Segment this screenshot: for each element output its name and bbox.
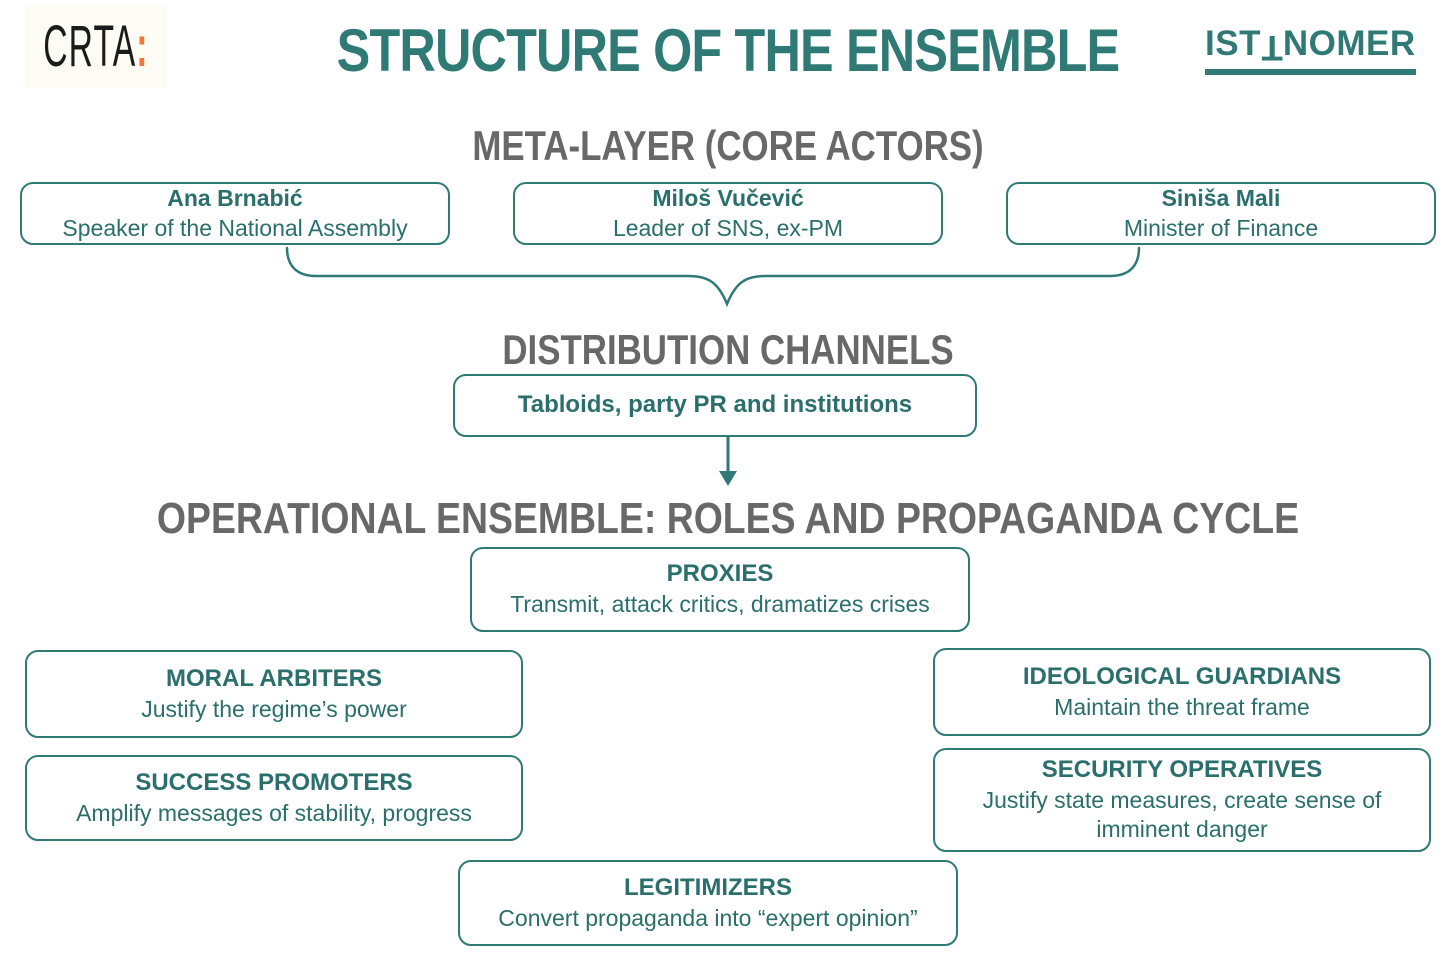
actor-name: Miloš Vučević: [652, 185, 804, 212]
actor-name: Ana Brnabić: [167, 185, 303, 212]
role-box-proxies: PROXIES Transmit, attack critics, dramat…: [470, 547, 970, 632]
role-description: Amplify messages of stability, progress: [76, 799, 472, 826]
role-box-legitimizers: LEGITIMIZERS Convert propaganda into “ex…: [458, 860, 958, 946]
actor-name: Siniša Mali: [1161, 185, 1281, 212]
actor-role: Leader of SNS, ex-PM: [612, 214, 844, 241]
brace-path: [285, 246, 1141, 308]
operational-heading: OPERATIONAL ENSEMBLE: ROLES AND PROPAGAN…: [156, 494, 1300, 543]
role-title: LEGITIMIZERS: [624, 873, 792, 901]
channel-box: Tabloids, party PR and institutions: [453, 374, 977, 437]
crta-colon: :: [136, 13, 149, 79]
arrow-head: [719, 471, 737, 486]
role-title: SUCCESS PROMOTERS: [135, 768, 413, 796]
role-description: Transmit, attack critics, dramatizes cri…: [510, 591, 930, 618]
role-box-ideological-guardians: IDEOLOGICAL GUARDIANS Maintain the threa…: [933, 648, 1431, 736]
role-box-security-operatives: SECURITY OPERATIVES Justify state measur…: [933, 748, 1431, 852]
role-title: PROXIES: [666, 560, 774, 588]
role-box-moral-arbiters: MORAL ARBITERS Justify the regime’s powe…: [25, 650, 523, 738]
role-description: Justify the regime’s power: [141, 695, 407, 722]
role-description: Justify state measures, create sense of …: [982, 786, 1382, 843]
istinomer-suffix: NOMER: [1282, 24, 1416, 63]
crta-logo: CRTA:: [25, 5, 167, 87]
istinomer-logo: ISTTNOMER: [1205, 24, 1416, 75]
role-title: MORAL ARBITERS: [166, 664, 382, 692]
istinomer-prefix: IS: [1205, 24, 1240, 63]
page-title: STRUCTURE OF THE ENSEMBLE: [336, 17, 1120, 84]
down-arrow-icon: [719, 437, 737, 486]
istinomer-letter-t: T: [1239, 24, 1261, 63]
actor-role: Minister of Finance: [1123, 214, 1319, 241]
crta-word: CRTA: [43, 13, 137, 79]
actor-box-milos-vucevic: Miloš Vučević Leader of SNS, ex-PM: [513, 182, 943, 245]
actor-role: Speaker of the National Assembly: [62, 214, 408, 241]
channel-label: Tabloids, party PR and institutions: [517, 391, 913, 419]
actor-box-ana-brnabic: Ana Brnabić Speaker of the National Asse…: [20, 182, 450, 245]
role-description: Maintain the threat frame: [1054, 693, 1310, 720]
crta-logo-text: CRTA:: [43, 13, 148, 80]
role-description: Convert propaganda into “expert opinion”: [498, 904, 918, 931]
actor-box-sinisa-mali: Siniša Mali Minister of Finance: [1006, 182, 1436, 245]
brace-connector: [285, 246, 1141, 308]
role-box-success-promoters: SUCCESS PROMOTERS Amplify messages of st…: [25, 755, 523, 841]
role-title: SECURITY OPERATIVES: [1041, 756, 1323, 784]
distribution-heading: DISTRIBUTION CHANNELS: [502, 326, 954, 373]
istinomer-flipped-t: T: [1260, 28, 1283, 67]
role-title: IDEOLOGICAL GUARDIANS: [1022, 662, 1342, 690]
meta-layer-heading: META-LAYER (CORE ACTORS): [472, 122, 984, 169]
